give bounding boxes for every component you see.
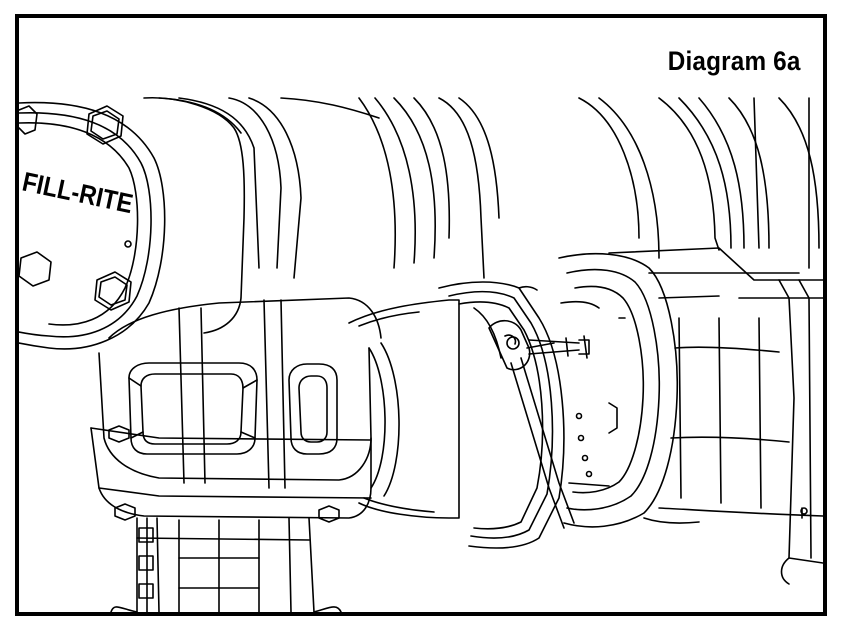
base-bolt-heads — [109, 426, 339, 522]
motor-can — [609, 248, 823, 523]
caption-strip — [19, 18, 823, 96]
motor-end-cap — [19, 103, 165, 349]
end-cap-bolt-heads — [19, 106, 131, 310]
diagram-frame: FILL-RITE — [15, 14, 827, 616]
swivel-flange — [439, 282, 564, 548]
clamp-lever — [489, 321, 574, 528]
coupling-ring — [559, 254, 677, 527]
outlet-fitting — [111, 518, 341, 612]
connector-collar — [349, 300, 459, 518]
mounting-window-right — [289, 364, 337, 454]
clamp-bolt — [529, 336, 589, 358]
motor-housing-top — [439, 98, 819, 278]
motor-mount-foot — [779, 280, 823, 584]
mounting-window-left — [129, 363, 257, 454]
pump-assembly-drawing: FILL-RITE — [19, 18, 823, 612]
brand-label: FILL-RITE — [20, 167, 136, 220]
diagram-caption: Diagram 6a — [668, 46, 801, 76]
